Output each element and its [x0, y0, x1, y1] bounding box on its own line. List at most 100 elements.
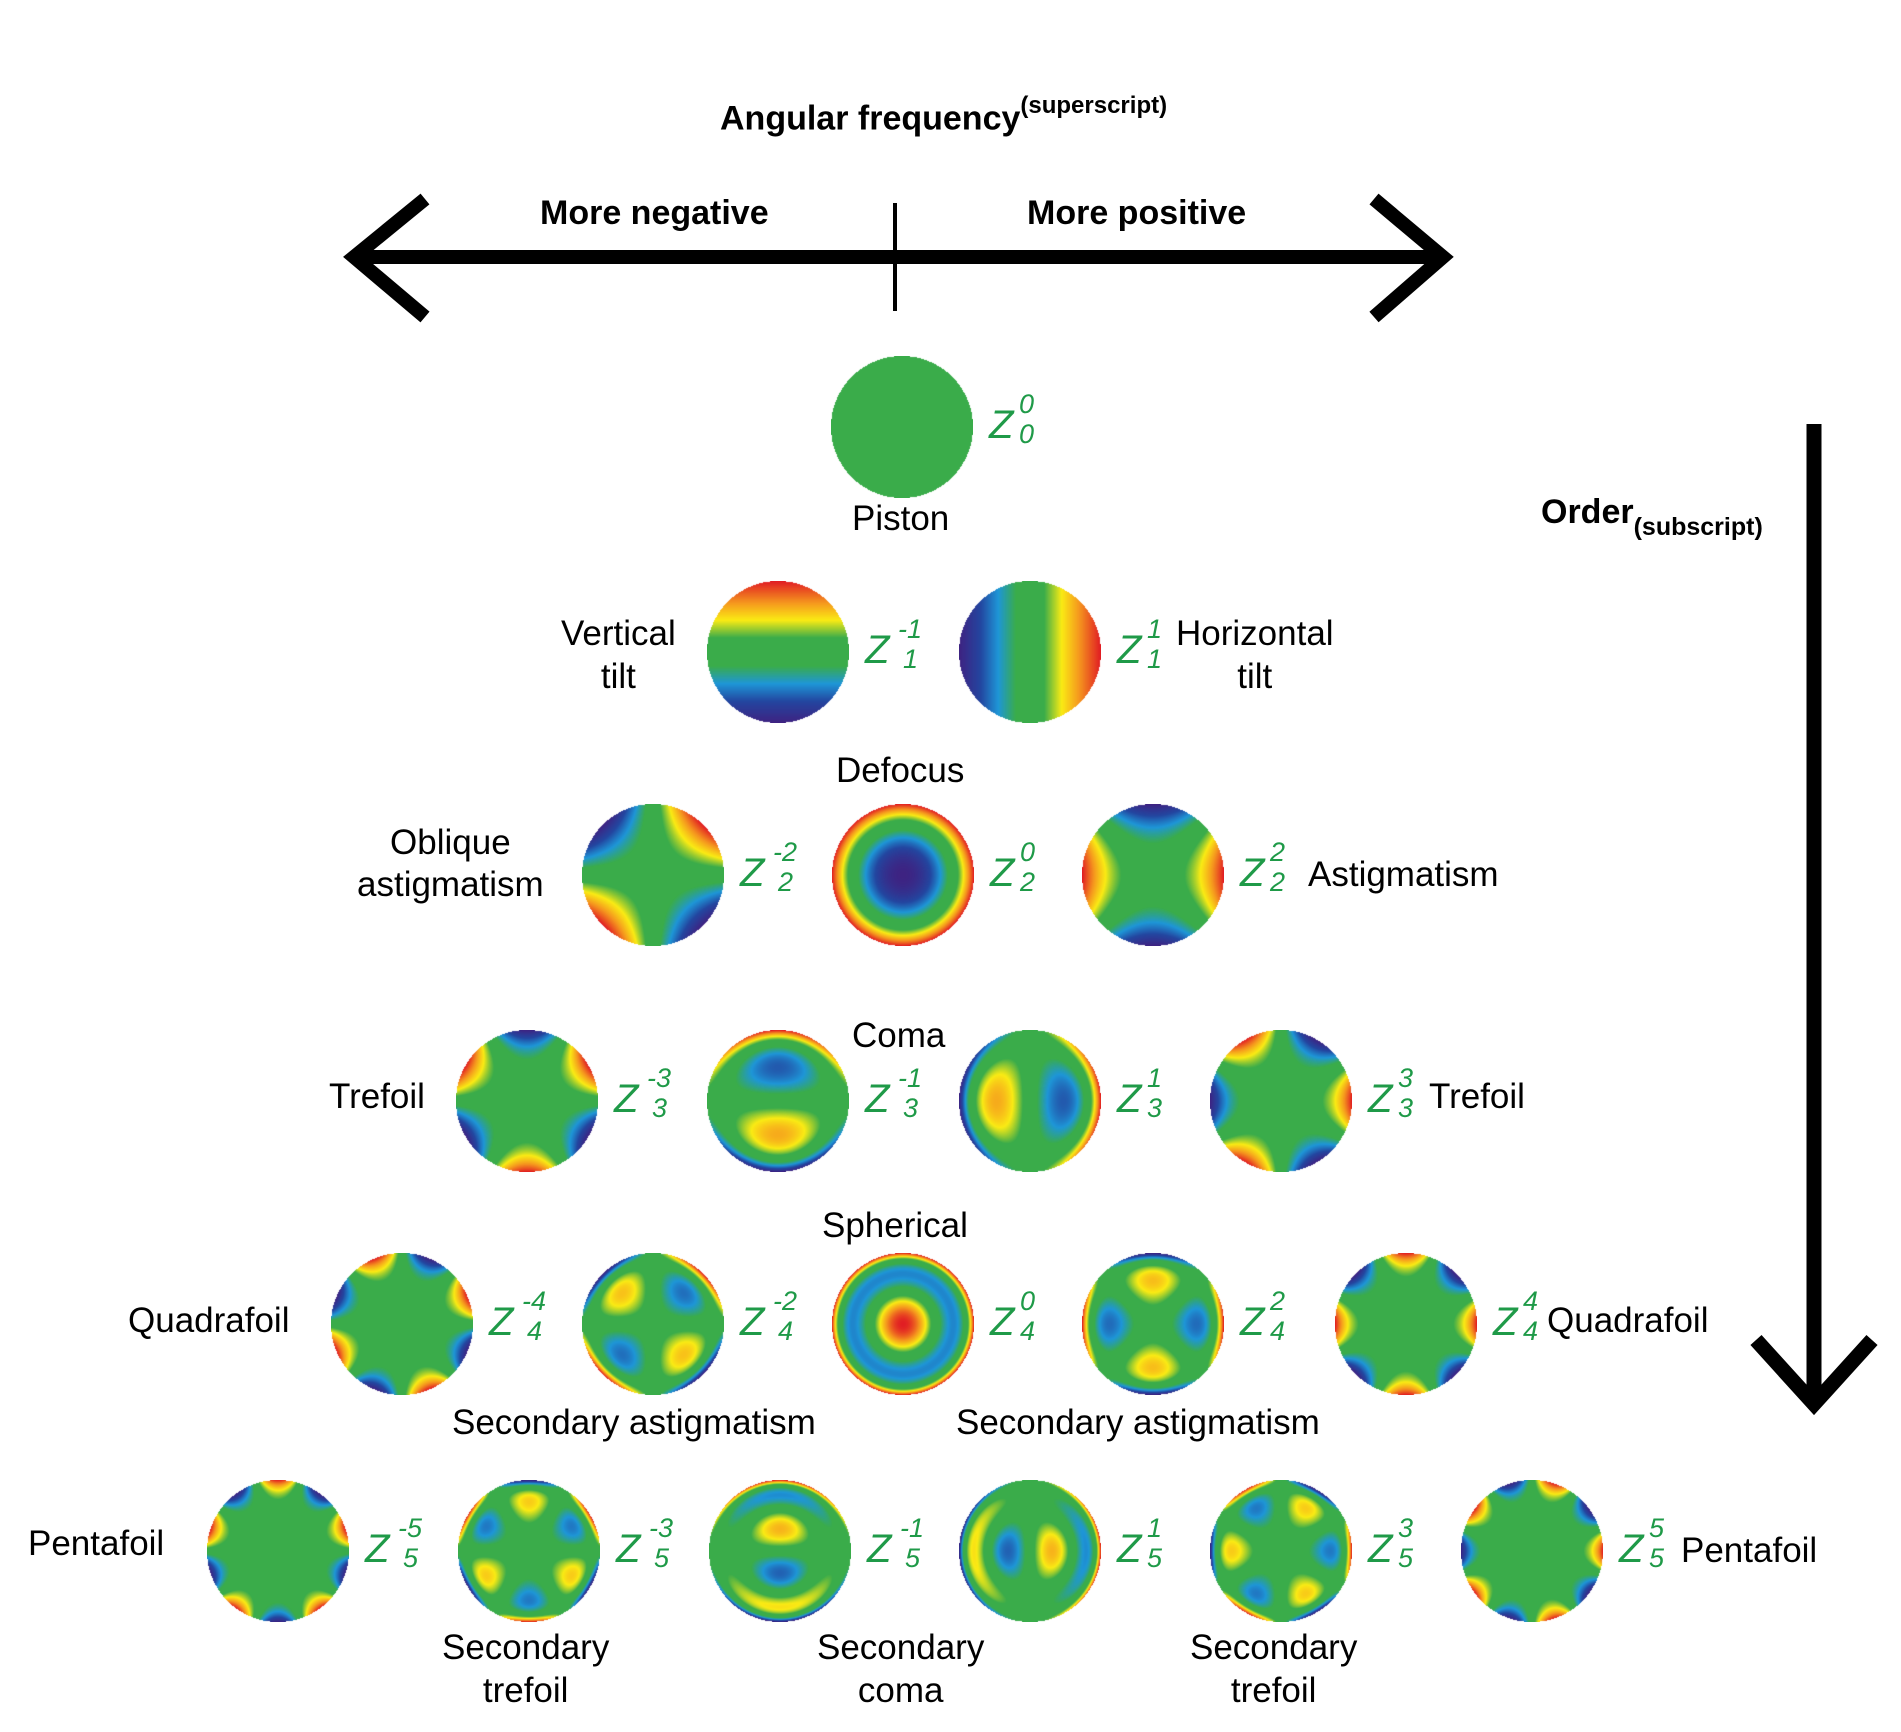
- label-vertical-tilt: Vertical tilt: [561, 612, 676, 698]
- zernike-symbol: Z: [865, 1077, 890, 1121]
- zernike-superscript: 1: [1147, 614, 1163, 644]
- label-line: astigmatism: [357, 865, 544, 904]
- zernike-superscript: 0: [1020, 837, 1036, 867]
- zernike-subscript: 4: [778, 1316, 794, 1346]
- zernike-subscript: 4: [1020, 1316, 1036, 1346]
- zernike-map-Z5_1: [959, 1480, 1101, 1622]
- zernike-subscript: 5: [905, 1543, 921, 1573]
- zernike-map-Z1_1: [959, 581, 1101, 723]
- angular-frequency-arrow: [343, 193, 1454, 323]
- arrow-right-head-icon: [1369, 193, 1454, 323]
- zernike-superscript: -2: [773, 837, 798, 867]
- more-positive-label: More positive: [1027, 194, 1247, 232]
- zernike-symbol: Z: [1117, 628, 1142, 672]
- zernike-subscript: 4: [1523, 1316, 1539, 1346]
- zernike-subscript: 2: [778, 867, 794, 897]
- zernike-symbol: Z: [740, 851, 765, 895]
- zernike-superscript: -4: [522, 1286, 547, 1316]
- zernike-superscript: 5: [1649, 1513, 1665, 1543]
- zernike-map-Z5_-5: [207, 1480, 349, 1622]
- zernike-symbol: Z: [1240, 851, 1265, 895]
- zernike-map-Z5_3: [1210, 1480, 1352, 1622]
- label-secondary-trefoil-right: Secondary trefoil: [1190, 1626, 1357, 1712]
- label-line: Horizontal: [1176, 614, 1334, 653]
- order-subscript-note: (subscript): [1633, 512, 1763, 541]
- label-horizontal-tilt: Horizontal tilt: [1176, 612, 1334, 698]
- zernike-map-Z0_0: [831, 356, 973, 498]
- zernike-map-Z5_-3: [458, 1480, 600, 1622]
- zernike-symbol: Z: [990, 851, 1015, 895]
- zernike-superscript: 2: [1270, 837, 1286, 867]
- zernike-symbol: Z: [1117, 1527, 1142, 1571]
- label-line: Secondary: [817, 1628, 985, 1667]
- more-negative-label: More negative: [540, 194, 769, 232]
- zernike-subscript: 5: [1398, 1543, 1414, 1573]
- label-line: Secondary: [442, 1628, 610, 1667]
- zernike-subscript: 2: [1270, 867, 1286, 897]
- label-line: tilt: [1237, 657, 1273, 696]
- zernike-superscript: -1: [898, 1063, 923, 1093]
- zernike-superscript: -1: [900, 1513, 925, 1543]
- zernike-subscript: 1: [1147, 644, 1163, 674]
- angular-frequency-title: Angular frequency(superscript): [720, 92, 1167, 139]
- label-coma: Coma: [852, 1016, 946, 1055]
- label-pentafoil-right: Pentafoil: [1681, 1531, 1818, 1570]
- zernike-map-Z5_5: [1461, 1480, 1603, 1622]
- zernike-map-Z2_2: [1082, 804, 1224, 946]
- title-superscript-note: (superscript): [1020, 92, 1168, 119]
- zernike-superscript: -3: [647, 1063, 672, 1093]
- zernike-symbol: Z: [989, 403, 1014, 447]
- order-text: Order: [1541, 493, 1634, 531]
- label-trefoil-left: Trefoil: [329, 1077, 425, 1116]
- label-piston: Piston: [852, 499, 950, 538]
- label-astigmatism: Astigmatism: [1308, 855, 1499, 894]
- zernike-symbol: Z: [489, 1300, 514, 1344]
- label-defocus: Defocus: [836, 751, 965, 790]
- label-spherical: Spherical: [822, 1206, 968, 1245]
- label-line: tilt: [600, 657, 636, 696]
- zernike-superscript: -2: [773, 1286, 798, 1316]
- label-quadrafoil-left: Quadrafoil: [128, 1301, 290, 1340]
- label-line: Secondary: [1190, 1628, 1358, 1667]
- order-arrow: [1750, 424, 1878, 1416]
- zernike-symbol: Z: [867, 1527, 892, 1571]
- zernike-map-Z4_4: [1335, 1253, 1477, 1395]
- zernike-map-Z3_-1: [707, 1030, 849, 1172]
- zernike-symbol: Z: [740, 1300, 765, 1344]
- title-text: Angular frequency: [720, 99, 1021, 138]
- zernike-symbol: Z: [1493, 1300, 1518, 1344]
- zernike-subscript: 5: [403, 1543, 419, 1573]
- zernike-map-Z3_-3: [456, 1030, 598, 1172]
- label-trefoil-right: Trefoil: [1429, 1077, 1525, 1116]
- zernike-subscript: 5: [654, 1543, 670, 1573]
- zernike-superscript: 0: [1019, 389, 1035, 419]
- label-quadrafoil-right: Quadrafoil: [1547, 1301, 1709, 1340]
- label-line: Vertical: [561, 614, 676, 653]
- zernike-map-Z2_-2: [582, 804, 724, 946]
- zernike-map-Z2_0: [832, 804, 974, 946]
- zernike-superscript: 1: [1147, 1513, 1163, 1543]
- zernike-subscript: 0: [1019, 419, 1035, 449]
- zernike-subscript: 3: [1398, 1093, 1414, 1123]
- zernike-symbol: Z: [990, 1300, 1015, 1344]
- zernike-subscript: 5: [1649, 1543, 1665, 1573]
- zernike-symbol: Z: [1368, 1077, 1393, 1121]
- zernike-superscript: 2: [1270, 1286, 1286, 1316]
- label-line: trefoil: [1230, 1671, 1317, 1710]
- zernike-superscript: -1: [898, 614, 923, 644]
- arrow-left-head-icon: [343, 193, 430, 323]
- zernike-symbol: Z: [1368, 1527, 1393, 1571]
- zernike-subscript: 2: [1020, 867, 1036, 897]
